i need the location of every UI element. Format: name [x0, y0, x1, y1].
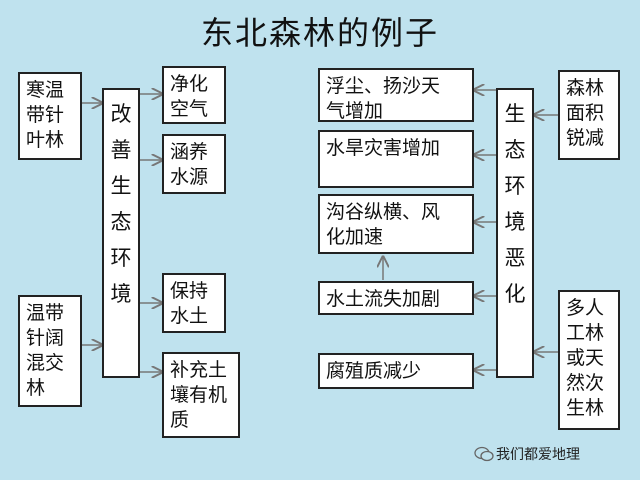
forest-mixed-box: 温带 针阔 混交 林: [18, 295, 82, 407]
improve-ecology-char: 改: [110, 102, 132, 126]
problem-flood-box: 水旱灾害增加: [318, 130, 474, 188]
effect-soil-box: 保持 水土: [162, 273, 226, 333]
improve-ecology-box: 改善生态环境: [102, 88, 140, 378]
deteriorate-ecology-label: 生态环境恶化: [498, 96, 532, 312]
cause-area-box: 森林 面积 锐减: [558, 70, 620, 160]
improve-ecology-char: 生: [110, 174, 132, 198]
watermark-text: 我们都爱地理: [496, 447, 580, 463]
problem-humus-box: 腐殖质减少: [318, 353, 474, 389]
deteriorate-ecology-char: 恶: [504, 246, 526, 270]
improve-ecology-char: 环: [110, 246, 132, 270]
deteriorate-ecology-char: 态: [504, 138, 526, 162]
forest-taiga-box: 寒温 带针 叶林: [18, 72, 82, 160]
effect-organic-box: 补充土 壤有机 质: [162, 352, 240, 438]
deteriorate-ecology-char: 化: [504, 282, 526, 306]
improve-ecology-char: 善: [110, 138, 132, 162]
effect-water-box: 涵养 水源: [162, 134, 226, 194]
improve-ecology-char: 境: [110, 282, 132, 306]
problem-gully-box: 沟谷纵横、风 化加速: [318, 194, 474, 254]
deteriorate-ecology-char: 环: [504, 174, 526, 198]
deteriorate-ecology-char: 境: [504, 210, 526, 234]
deteriorate-ecology-box: 生态环境恶化: [496, 88, 534, 378]
wechat-icon: [474, 446, 494, 462]
problem-erosion-box: 水土流失加剧: [318, 281, 474, 315]
diagram-title: 东北森林的例子: [200, 14, 439, 52]
improve-ecology-label: 改善生态环境: [104, 96, 138, 312]
effect-air-box: 净化 空气: [162, 66, 226, 124]
improve-ecology-char: 态: [110, 210, 132, 234]
cause-human-box: 多人 工林 或天 然次 生林: [558, 290, 620, 430]
problem-dust-box: 浮尘、扬沙天 气增加: [318, 68, 474, 122]
deteriorate-ecology-char: 生: [504, 102, 526, 126]
